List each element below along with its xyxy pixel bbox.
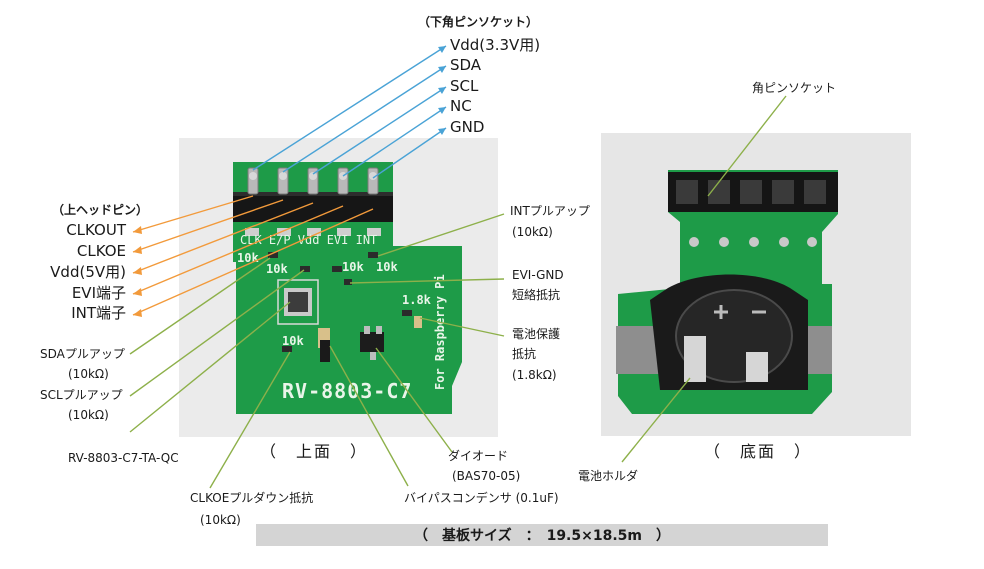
left-pin-int: INT端子 [71, 304, 126, 322]
scl-pullup-label: SCLプルアップ [40, 388, 123, 402]
top-view-caption: （ 上面 ） [260, 442, 369, 461]
left-pin-clkoe: CLKOE [76, 242, 126, 260]
int-pullup-label: INTプルアップ [510, 204, 590, 218]
silk-res-18: 1.8k [402, 293, 432, 307]
board-size-text: （ 基板サイズ ： 19.5×18.5m ） [414, 528, 670, 544]
sda-pullup-label: SDAプルアップ [40, 347, 125, 361]
left-pin-evi: EVI端子 [71, 284, 126, 302]
left-pin-clkout: CLKOUT [66, 221, 126, 239]
battery-protect-value: (1.8kΩ) [512, 368, 557, 382]
orange-leader-lines [132, 195, 374, 316]
top-pin-scl: SCL [450, 77, 479, 95]
silk-r5: 10k [282, 334, 304, 348]
diode-label: ダイオード [448, 449, 509, 463]
socket-label: 角ピンソケット [752, 81, 837, 95]
silk-side: For Raspberry Pi [433, 274, 447, 390]
battery-protect-label: 電池保護 [512, 327, 561, 341]
left-header-title: （上ヘッドピン） [52, 203, 149, 217]
top-pin-nc: NC [450, 97, 472, 115]
silk-r1: 10k [237, 251, 259, 265]
top-pin-sda: SDA [450, 56, 482, 74]
blue-leader-lines [252, 45, 447, 179]
clkoe-pulldown-label: CLKOEプルダウン抵抗 [190, 491, 314, 505]
clkoe-pulldown-value: (10kΩ) [200, 513, 241, 527]
bottom-pcb [616, 170, 838, 414]
diode-value: (BAS70-05) [452, 469, 521, 483]
silk-r2: 10k [266, 262, 288, 276]
evi-gnd-sub: 短絡抵抗 [512, 288, 561, 302]
silk-r4: 10k [376, 260, 398, 274]
battery-holder-label: 電池ホルダ [578, 469, 639, 483]
chip-name-label: RV-8803-C7-TA-QC [68, 451, 179, 465]
green-leader-lines [129, 95, 787, 489]
bottom-view-caption: （ 底面 ） [704, 442, 813, 461]
left-pin-vdd5: Vdd(5V用) [50, 263, 126, 281]
evi-gnd-label: EVI-GND [512, 268, 564, 282]
int-pullup-value: (10kΩ) [512, 225, 553, 239]
silk-model: RV-8803-C7 [282, 379, 412, 403]
top-pin-gnd: GND [450, 118, 485, 136]
battery-protect-sub: 抵抗 [512, 347, 537, 361]
silk-r3: 10k [342, 260, 364, 274]
board-size-bar: （ 基板サイズ ： 19.5×18.5m ） [256, 524, 828, 546]
bypass-cap-label: バイパスコンデンサ (0.1uF) [404, 491, 559, 505]
sda-pullup-value: (10kΩ) [68, 367, 109, 381]
scl-pullup-value: (10kΩ) [68, 408, 109, 422]
top-silkscreen: CLK E/P Vdd EVI INT 10k 10k 10k 10k 10k … [237, 233, 447, 403]
top-pin-vdd33: Vdd(3.3V用) [450, 36, 541, 54]
top-pcb [233, 162, 462, 414]
top-socket-header: （下角ピンソケット） [418, 15, 539, 29]
silk-pin-labels: CLK E/P Vdd EVI INT [240, 233, 377, 247]
